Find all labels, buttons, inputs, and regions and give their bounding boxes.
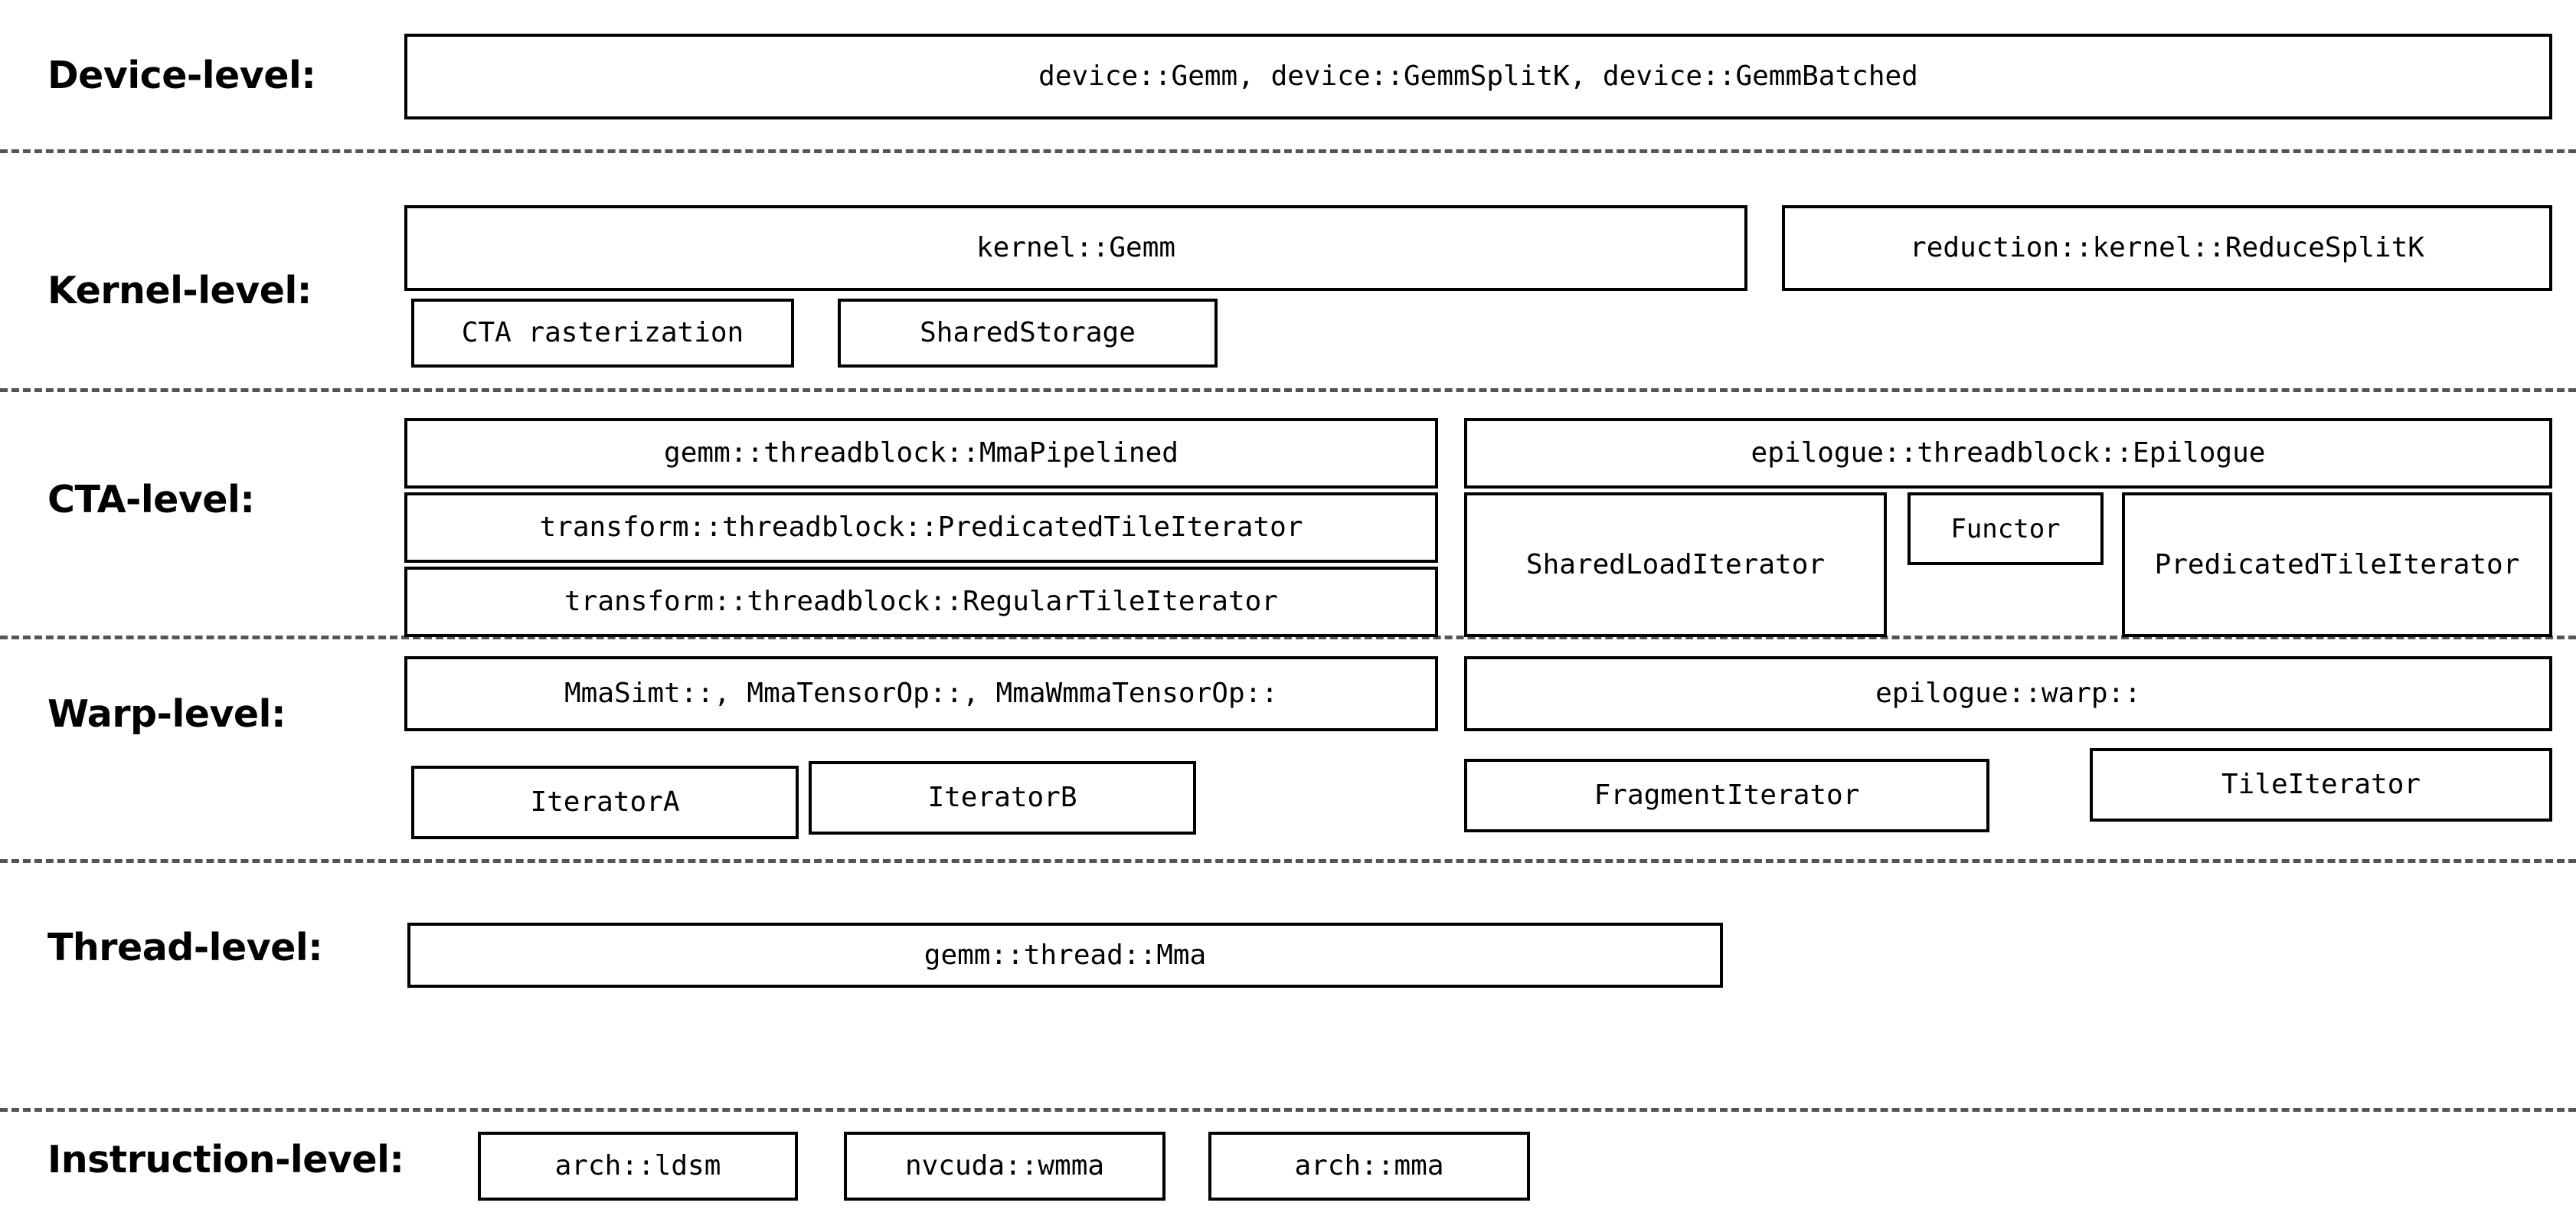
node-cta-rasterization[interactable]: CTA rasterization	[411, 299, 794, 368]
node-predicatedtileiterator-label: PredicatedTileIterator	[2154, 548, 2520, 580]
row-label-warp-level: Warp-level:	[47, 692, 286, 736]
node-gemm-threadblock-mmapipelined[interactable]: gemm::threadblock::MmaPipelined	[404, 418, 1438, 489]
node-arch-ldsm-label: arch::ldsm	[554, 1150, 721, 1181]
node-gemm-threadblock-mmapipelined-label: gemm::threadblock::MmaPipelined	[664, 437, 1178, 469]
node-transform-threadblock-regulartileiterator-label: transform::threadblock::RegularTileItera…	[564, 586, 1278, 617]
node-fragmentiterator[interactable]: FragmentIterator	[1464, 759, 1989, 832]
node-predicatedtileiterator[interactable]: PredicatedTileIterator	[2122, 492, 2552, 637]
node-iterator-a[interactable]: IteratorA	[411, 766, 799, 839]
node-epilogue-threadblock-epilogue-label: epilogue::threadblock::Epilogue	[1751, 437, 2266, 469]
node-nvcuda-wmma-label: nvcuda::wmma	[904, 1150, 1105, 1181]
node-iterator-a-label: IteratorA	[530, 786, 680, 818]
node-shared-storage[interactable]: SharedStorage	[838, 299, 1218, 368]
node-mma-variants-label: MmaSimt::, MmaTensorOp::, MmaWmmaTensorO…	[564, 678, 1278, 709]
node-kernel-gemm[interactable]: kernel::Gemm	[404, 205, 1747, 291]
node-functor[interactable]: Functor	[1907, 492, 2104, 565]
node-epilogue-warp-label: epilogue::warp::	[1875, 678, 2141, 709]
row-label-kernel-level: Kernel-level:	[47, 269, 312, 312]
node-mma-variants[interactable]: MmaSimt::, MmaTensorOp::, MmaWmmaTensorO…	[404, 656, 1438, 731]
node-device-gemm-label: device::Gemm, device::GemmSplitK, device…	[1038, 60, 1918, 92]
separator-warp-thread	[0, 859, 2576, 863]
row-label-instruction-level: Instruction-level:	[47, 1138, 404, 1181]
separator-thread-instruction	[0, 1108, 2576, 1112]
node-gemm-thread-mma[interactable]: gemm::thread::Mma	[407, 923, 1723, 988]
node-nvcuda-wmma[interactable]: nvcuda::wmma	[844, 1132, 1165, 1201]
separator-cta-warp	[0, 636, 2576, 639]
node-transform-threadblock-predicatedtileiterator-label: transform::threadblock::PredicatedTileIt…	[539, 511, 1303, 543]
node-transform-threadblock-regulartileiterator[interactable]: transform::threadblock::RegularTileItera…	[404, 567, 1438, 637]
node-tileiterator-label: TileIterator	[2221, 769, 2421, 800]
node-reduction-reduce-splitk[interactable]: reduction::kernel::ReduceSplitK	[1782, 205, 2552, 291]
node-kernel-gemm-label: kernel::Gemm	[976, 232, 1176, 263]
node-device-gemm[interactable]: device::Gemm, device::GemmSplitK, device…	[404, 34, 2552, 119]
node-reduction-reduce-splitk-label: reduction::kernel::ReduceSplitK	[1910, 232, 2424, 263]
row-label-thread-level: Thread-level:	[47, 926, 323, 969]
node-iterator-b[interactable]: IteratorB	[809, 761, 1196, 835]
node-sharedloaditerator-label: SharedLoadIterator	[1525, 548, 1826, 580]
node-tileiterator[interactable]: TileIterator	[2090, 748, 2552, 822]
node-arch-mma[interactable]: arch::mma	[1208, 1132, 1530, 1201]
node-arch-ldsm[interactable]: arch::ldsm	[478, 1132, 798, 1201]
separator-kernel-cta	[0, 388, 2576, 392]
row-label-cta-level: CTA-level:	[47, 478, 255, 521]
node-gemm-thread-mma-label: gemm::thread::Mma	[924, 939, 1207, 971]
node-functor-label: Functor	[1950, 513, 2061, 544]
node-epilogue-threadblock-epilogue[interactable]: epilogue::threadblock::Epilogue	[1464, 418, 2552, 489]
node-cta-rasterization-label: CTA rasterization	[461, 317, 744, 348]
separator-device-kernel	[0, 149, 2576, 153]
row-label-device-level: Device-level:	[47, 54, 316, 97]
node-shared-storage-label: SharedStorage	[920, 317, 1136, 348]
node-iterator-b-label: IteratorB	[927, 782, 1077, 813]
node-arch-mma-label: arch::mma	[1294, 1150, 1444, 1181]
node-transform-threadblock-predicatedtileiterator[interactable]: transform::threadblock::PredicatedTileIt…	[404, 492, 1438, 563]
node-epilogue-warp[interactable]: epilogue::warp::	[1464, 656, 2552, 731]
node-sharedloaditerator[interactable]: SharedLoadIterator	[1464, 492, 1887, 637]
node-fragmentiterator-label: FragmentIterator	[1594, 779, 1860, 811]
